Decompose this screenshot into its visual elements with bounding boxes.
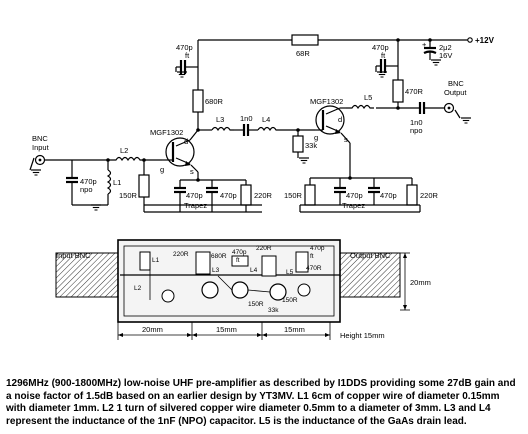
coil-l4-label: L4 — [262, 115, 270, 124]
board-l2: L2 — [134, 285, 142, 292]
svg-text:16V: 16V — [439, 51, 452, 60]
resistor-150R-2 — [304, 184, 316, 206]
input-section: BNC Input 470p npo L1 — [29, 134, 162, 211]
res-220r-1-label: 220R — [254, 191, 273, 200]
schematic: +12V 68R + 2μ2 16V — [29, 34, 495, 213]
board-220r-b: 220R — [256, 245, 272, 252]
stage2-source: 150R 470p 470p Trapez 220R — [284, 177, 439, 213]
board-470p-b: 470p — [310, 245, 325, 252]
interstage: L3 1n0 L4 33k — [198, 114, 317, 164]
svg-text:npo: npo — [80, 185, 93, 194]
height-note-label: Height 15mm — [340, 331, 385, 340]
svg-text:s: s — [344, 135, 348, 144]
svg-text:s: s — [190, 167, 194, 176]
transistor-2: MGF1302 d g s — [310, 97, 352, 180]
input-bnc-layout-label: Input BNC — [56, 251, 91, 260]
resistor-33k — [292, 135, 304, 153]
resistor-470R — [392, 79, 404, 103]
electrolytic-cap: + 2μ2 16V — [422, 40, 452, 66]
coil-l1-label: L1 — [113, 178, 121, 187]
svg-text:g: g — [160, 165, 164, 174]
supply-rail: +12V 68R — [198, 34, 495, 58]
output-bnc-layout-label: Output BNC — [350, 251, 391, 260]
stage1-source: 470p 470p Trapez 220R — [143, 179, 273, 213]
board-l5: L5 — [286, 269, 294, 276]
svg-text:Output: Output — [444, 88, 467, 97]
svg-text:Input: Input — [32, 143, 50, 152]
svg-text:npo: npo — [410, 126, 423, 135]
board-220r-a: 220R — [173, 251, 189, 258]
svg-text:d: d — [338, 115, 342, 124]
cap-npo-label: 470p — [80, 177, 97, 186]
cap-470p-s1b-label: 470p — [220, 191, 237, 200]
res-33k-label: 33k — [305, 141, 317, 150]
board-33k: 33k — [268, 307, 279, 314]
cap-ft2-label: 470p — [372, 43, 389, 52]
transistor-1-label: MGF1302 — [150, 128, 183, 137]
svg-text:d: d — [184, 137, 188, 146]
board-ft-b: ft — [310, 253, 314, 260]
board-l1: L1 — [152, 257, 160, 264]
output-bnc-label: BNC — [448, 79, 464, 88]
board-l4: L4 — [250, 267, 258, 274]
cap-ft1-label: 470p — [176, 43, 193, 52]
coil-l5-label: L5 — [364, 93, 372, 102]
resistor-220R-1 — [240, 184, 252, 206]
board-470p-a: 470p — [232, 249, 247, 256]
input-bnc-label: BNC — [32, 134, 48, 143]
cap-470p-s2a-label: 470p — [346, 191, 363, 200]
resistor-68R — [291, 34, 319, 46]
dim-15mm-a-label: 15mm — [216, 325, 237, 334]
board-ft-a: ft — [236, 257, 240, 264]
svg-text:ft: ft — [185, 51, 190, 60]
cap-470p-s2b-label: 470p — [380, 191, 397, 200]
svg-text:g: g — [314, 133, 318, 142]
resistor-150R-1 — [138, 174, 150, 198]
board-470r: 470R — [306, 265, 322, 272]
cap-470p-s1a-label: 470p — [186, 191, 203, 200]
res-150r-1-label: 150R — [119, 191, 138, 200]
cap-2u2-label: 2μ2 — [439, 43, 452, 52]
input-connector-block — [55, 252, 121, 298]
board-680r: 680R — [211, 253, 227, 260]
height-20mm-label: 20mm — [410, 278, 431, 287]
res-470r-label: 470R — [405, 87, 424, 96]
transistor-1: MGF1302 d g s — [150, 128, 200, 182]
resistor-220R-2 — [406, 184, 418, 206]
figure-caption: 1296MHz (900-1800MHz) low-noise UHF pre-… — [6, 378, 516, 427]
board-components — [139, 251, 311, 303]
board-l3: L3 — [212, 267, 220, 274]
cap-1n0-label: 1n0 — [240, 114, 253, 123]
board-150r-b: 150R — [282, 297, 298, 304]
board-150r-a: 150R — [248, 301, 264, 308]
svg-text:+: + — [422, 40, 427, 49]
output-connector-block — [339, 252, 401, 298]
res-150r-2-label: 150R — [284, 191, 303, 200]
res-680r-label: 680R — [205, 97, 224, 106]
transistor-2-label: MGF1302 — [310, 97, 343, 106]
res-68r-label: 68R — [296, 49, 310, 58]
board-layout: Input BNC Output BNC L1 220R 680R L3 L4 … — [55, 239, 431, 340]
supply-label: +12V — [475, 36, 495, 45]
output-section: L5 470R 470p ft 1n0 npo — [346, 40, 472, 135]
cap-1n0-npo-label: 1n0 — [410, 118, 423, 127]
resistor-680R — [192, 89, 204, 113]
dim-15mm-b-label: 15mm — [284, 325, 305, 334]
coil-l3-label: L3 — [216, 115, 224, 124]
svg-text:ft: ft — [381, 51, 386, 60]
coil-l2-label: L2 — [120, 146, 128, 155]
res-220r-2-label: 220R — [420, 191, 439, 200]
dim-20mm-label: 20mm — [142, 325, 163, 334]
